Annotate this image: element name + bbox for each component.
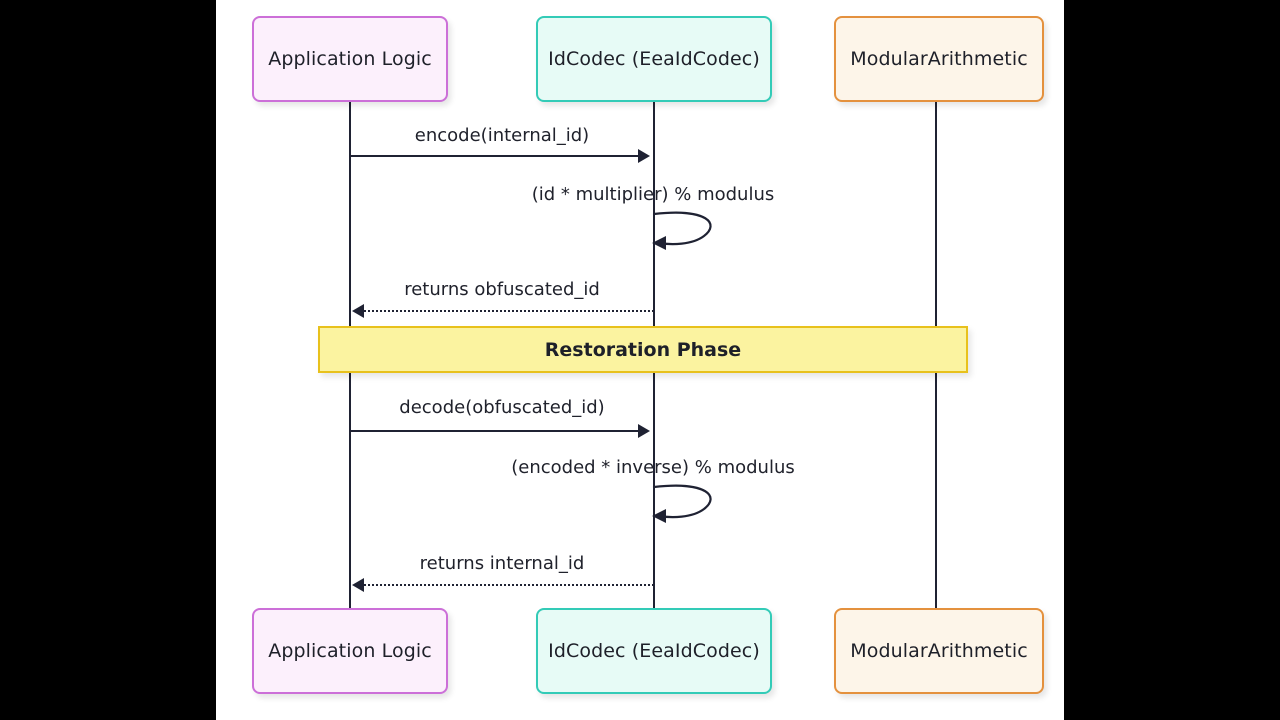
message-line-returns-obfuscated-id (364, 310, 654, 312)
message-line-decode (350, 430, 640, 432)
message-label-encode: encode(internal_id) (414, 125, 590, 146)
letterbox-left (0, 0, 216, 720)
participant-box-application-logic-bottom[interactable]: Application Logic (252, 608, 448, 694)
participant-box-modulararithmetic-bottom[interactable]: ModularArithmetic (834, 608, 1044, 694)
phase-banner-label: Restoration Phase (544, 338, 742, 361)
message-arrowhead-returns-internal-id (352, 578, 364, 592)
message-arrowhead-decode (638, 424, 650, 438)
message-line-returns-internal-id (364, 584, 654, 586)
message-line-encode (350, 155, 640, 157)
message-label-encode-selfloop: (id * multiplier) % modulus (531, 184, 775, 205)
participant-box-idcodec-bottom[interactable]: IdCodec (EeaIdCodec) (536, 608, 772, 694)
message-label-decode: decode(obfuscated_id) (399, 397, 605, 418)
participant-label-application-logic-bottom: Application Logic (268, 640, 432, 662)
participant-box-modulararithmetic-top[interactable]: ModularArithmetic (834, 16, 1044, 102)
participant-label-idcodec-bottom: IdCodec (EeaIdCodec) (548, 640, 760, 662)
participant-box-idcodec-top[interactable]: IdCodec (EeaIdCodec) (536, 16, 772, 102)
participant-label-idcodec-top: IdCodec (EeaIdCodec) (548, 48, 760, 70)
letterbox-right (1064, 0, 1280, 720)
message-label-decode-selfloop: (encoded * inverse) % modulus (511, 457, 795, 478)
phase-banner-restoration[interactable]: Restoration Phase (318, 326, 968, 373)
message-label-returns-internal-id: returns internal_id (419, 553, 585, 574)
sequence-diagram-canvas: Application Logic IdCodec (EeaIdCodec) M… (216, 0, 1064, 720)
message-arrowhead-returns-obfuscated-id (352, 304, 364, 318)
message-selfloop-decode (652, 484, 712, 523)
participant-box-application-logic-top[interactable]: Application Logic (252, 16, 448, 102)
message-selfloop-encode (652, 211, 712, 250)
message-label-returns-obfuscated-id: returns obfuscated_id (404, 279, 600, 300)
participant-label-application-logic-top: Application Logic (268, 48, 432, 70)
participant-label-modulararithmetic-top: ModularArithmetic (850, 48, 1028, 70)
participant-label-modulararithmetic-bottom: ModularArithmetic (850, 640, 1028, 662)
message-arrowhead-encode (638, 149, 650, 163)
